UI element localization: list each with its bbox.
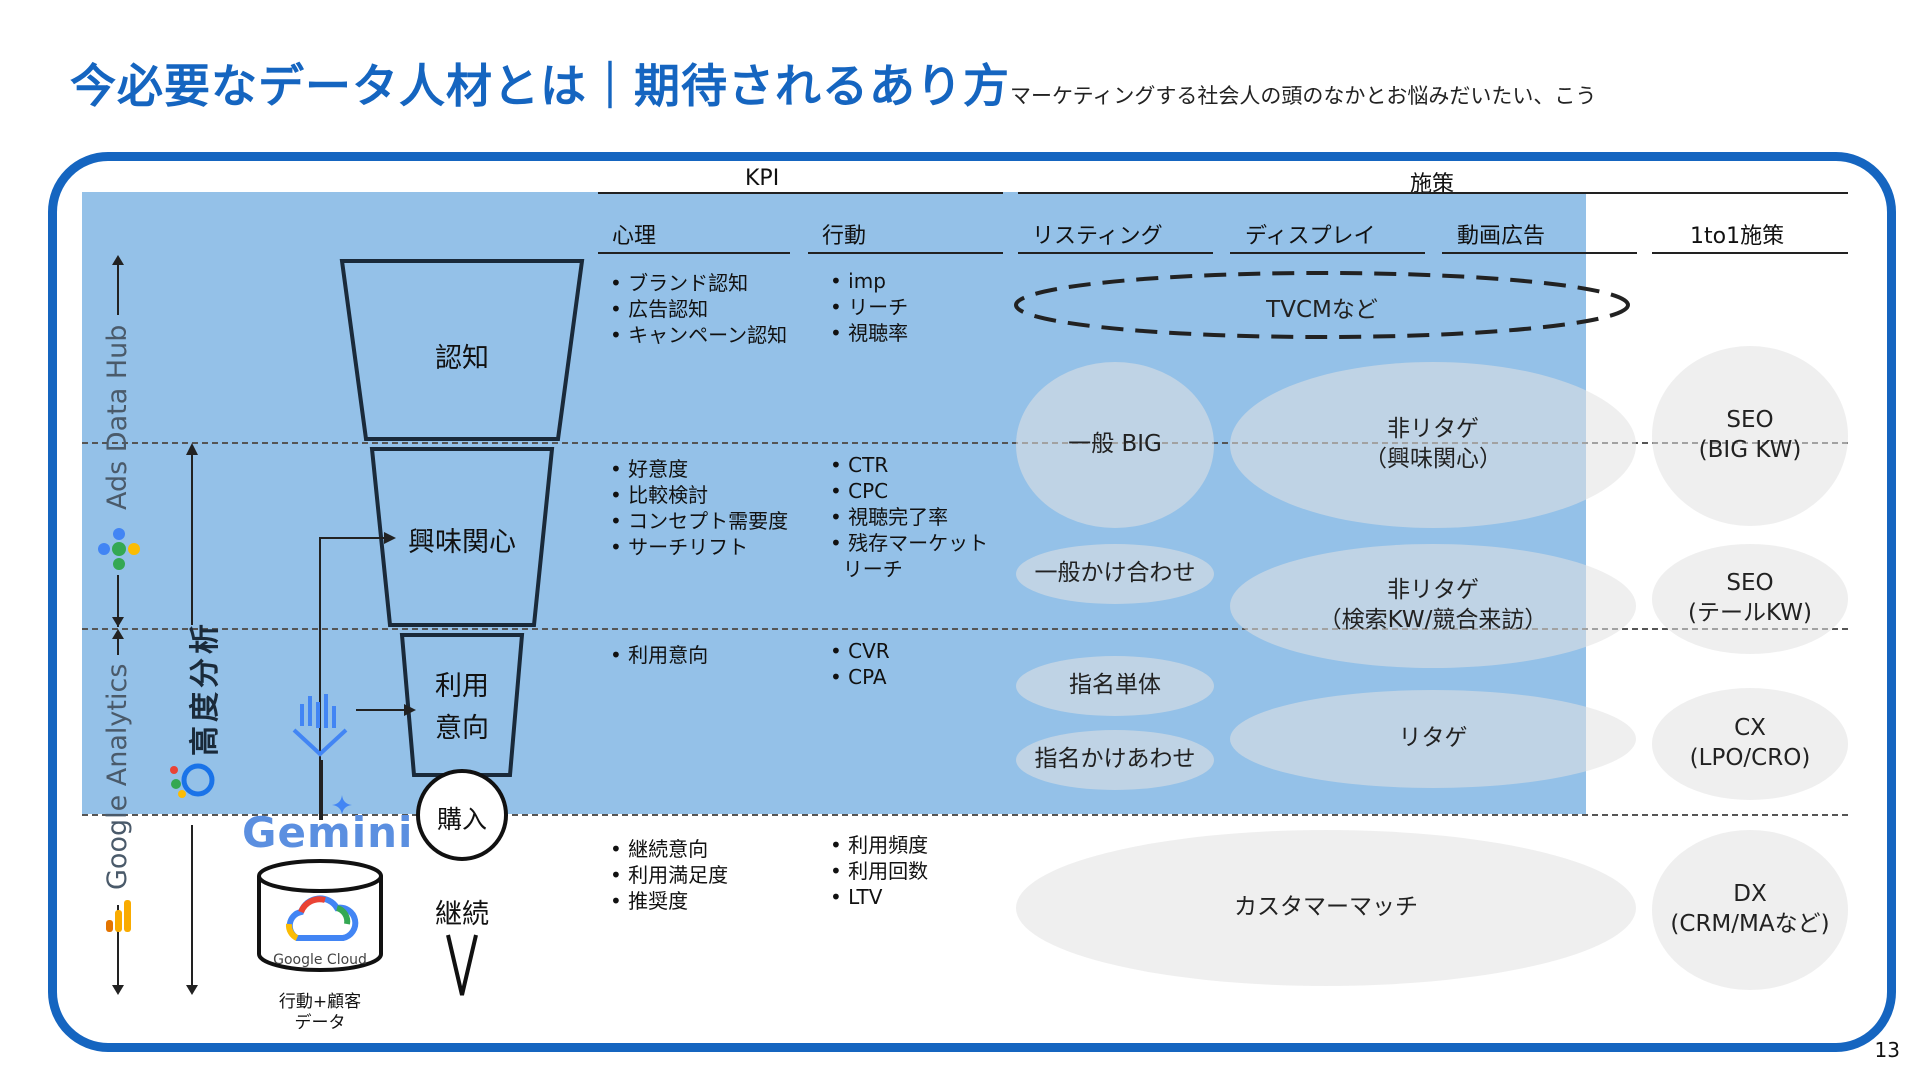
list-item: サーチリフト	[610, 534, 788, 560]
measure-ippan-kakeawase: 一般かけ合わせ	[1016, 544, 1214, 604]
list-item: コンセプト需要度	[610, 508, 788, 534]
list-item: CPA	[830, 664, 890, 690]
funnel-stage-ninchi: 認知	[435, 343, 489, 374]
header-kodo-rule	[808, 252, 1003, 254]
one-to-one-cx: CX(LPO/CRO)	[1652, 688, 1848, 800]
one-to-one-dx: DX(CRM/MAなど)	[1652, 830, 1848, 990]
header-shisaku-rule	[1018, 192, 1848, 194]
header-video: 動画広告	[1457, 224, 1546, 249]
list-item: 比較検討	[610, 482, 788, 508]
header-shinri-rule	[598, 252, 790, 254]
list-item: CTR	[830, 452, 988, 478]
list-item: 広告認知	[610, 296, 787, 322]
header-one-to-one: 1to1施策	[1690, 224, 1785, 249]
list-item: 継続意向	[610, 836, 728, 862]
funnel-stage-kyomi: 興味関心	[408, 527, 516, 558]
list-item: リーチ	[842, 557, 903, 581]
behavior-list-riyo: CVR CPA	[830, 638, 890, 690]
google-analytics-label: Google Analytics	[102, 663, 133, 890]
list-item: 視聴率	[830, 320, 908, 346]
header-video-rule	[1442, 252, 1637, 254]
tvcm-dashed-ellipse	[1014, 271, 1630, 339]
header-kpi-rule	[598, 192, 1003, 194]
list-item: CVR	[830, 638, 890, 664]
gemini-logo: Gemini	[242, 808, 414, 857]
behavior-list-keizoku: 利用頻度 利用回数 LTV	[830, 832, 928, 910]
list-item: 好意度	[610, 456, 788, 482]
header-display-rule	[1230, 252, 1425, 254]
tvcm-label: TVCMなど	[1266, 297, 1378, 323]
header-listing-rule	[1018, 252, 1213, 254]
funnel-stage-riyo-1: 利用	[435, 671, 489, 702]
measure-shimei-tantai: 指名単体	[1016, 656, 1214, 716]
psych-list-ninchi: ブランド認知 広告認知 キャンペーン認知	[610, 270, 787, 348]
data-source-label: 行動+顧客 データ	[278, 992, 362, 1033]
ads-data-hub-icon	[98, 528, 140, 570]
behavior-list-ninchi: imp リーチ 視聴率	[830, 268, 908, 346]
bigquery-icon	[292, 694, 348, 757]
data-flow-connectors	[319, 532, 416, 820]
scope-arrows	[112, 255, 198, 995]
google-analytics-icon	[106, 900, 131, 932]
measure-shimei-kakeawase: 指名かけあわせ	[1016, 730, 1214, 790]
list-item: 利用意向	[610, 642, 708, 668]
funnel-stage-riyo-2: 意向	[435, 713, 489, 744]
list-item: キャンペーン認知	[610, 322, 787, 348]
header-listing: リスティング	[1032, 224, 1163, 249]
list-item: 利用満足度	[610, 862, 728, 888]
header-display: ディスプレイ	[1245, 224, 1376, 249]
page-title: 今必要なデータ人材とは｜期待されるあり方	[70, 59, 1010, 113]
list-item: リーチ	[830, 294, 908, 320]
content-frame	[48, 152, 1896, 1052]
one-to-one-seo-big: SEO(BIG KW)	[1652, 346, 1848, 526]
psych-list-kyomi: 好意度 比較検討 コンセプト需要度 サーチリフト	[610, 456, 788, 560]
header-kodo: 行動	[822, 224, 867, 249]
measure-hiritage-kyomi: 非リタゲ（興味関心）	[1230, 362, 1636, 528]
page-number: 13	[1874, 1038, 1900, 1062]
measure-hiritage-search: 非リタゲ（検索KW/競合来訪）	[1230, 544, 1636, 668]
list-item: 利用頻度	[830, 832, 928, 858]
looker-studio-icon	[170, 763, 215, 798]
google-cloud-label: Google Cloud	[273, 952, 367, 968]
psych-list-keizoku: 継続意向 利用満足度 推奨度	[610, 836, 728, 914]
stage-separator-3	[82, 814, 1848, 816]
one-to-one-seo-tail: SEO(テールKW)	[1652, 544, 1848, 654]
list-item: 視聴完了率	[830, 504, 988, 530]
gemini-sparkle-icon	[332, 795, 352, 815]
psych-list-riyo: 利用意向	[610, 642, 708, 668]
funnel-diagram	[339, 259, 585, 996]
list-item: LTV	[830, 884, 928, 910]
stage-separator-2	[82, 628, 1848, 630]
measure-ritage: リタゲ	[1230, 690, 1636, 788]
funnel-stage-konyu: 購入	[436, 805, 487, 834]
list-item: 利用回数	[830, 858, 928, 884]
ads-data-hub-label: Ads Data Hub	[102, 324, 133, 510]
header-one-to-one-rule	[1652, 252, 1848, 254]
list-item: 残存マーケット	[830, 530, 988, 556]
header-kpi: KPI	[745, 166, 780, 191]
page-subtitle: マーケティングする社会人の頭のなかとお悩みだいたい、こう	[1010, 84, 1597, 108]
google-cloud-database-icon	[257, 859, 383, 972]
measure-customer-match: カスタマーマッチ	[1016, 830, 1636, 986]
list-item: 推奨度	[610, 888, 728, 914]
behavior-list-kyomi: CTR CPC 視聴完了率 残存マーケット リーチ	[830, 452, 988, 582]
list-item: CPC	[830, 478, 988, 504]
funnel-stage-keizoku: 継続	[435, 899, 489, 930]
measure-ippan-big: 一般 BIG	[1016, 362, 1214, 528]
list-item: imp	[830, 268, 908, 294]
stage-separator-1	[82, 442, 1848, 444]
header-shinri: 心理	[612, 224, 657, 249]
list-item: ブランド認知	[610, 270, 787, 296]
advanced-analysis-label: 高度分析	[188, 620, 223, 756]
